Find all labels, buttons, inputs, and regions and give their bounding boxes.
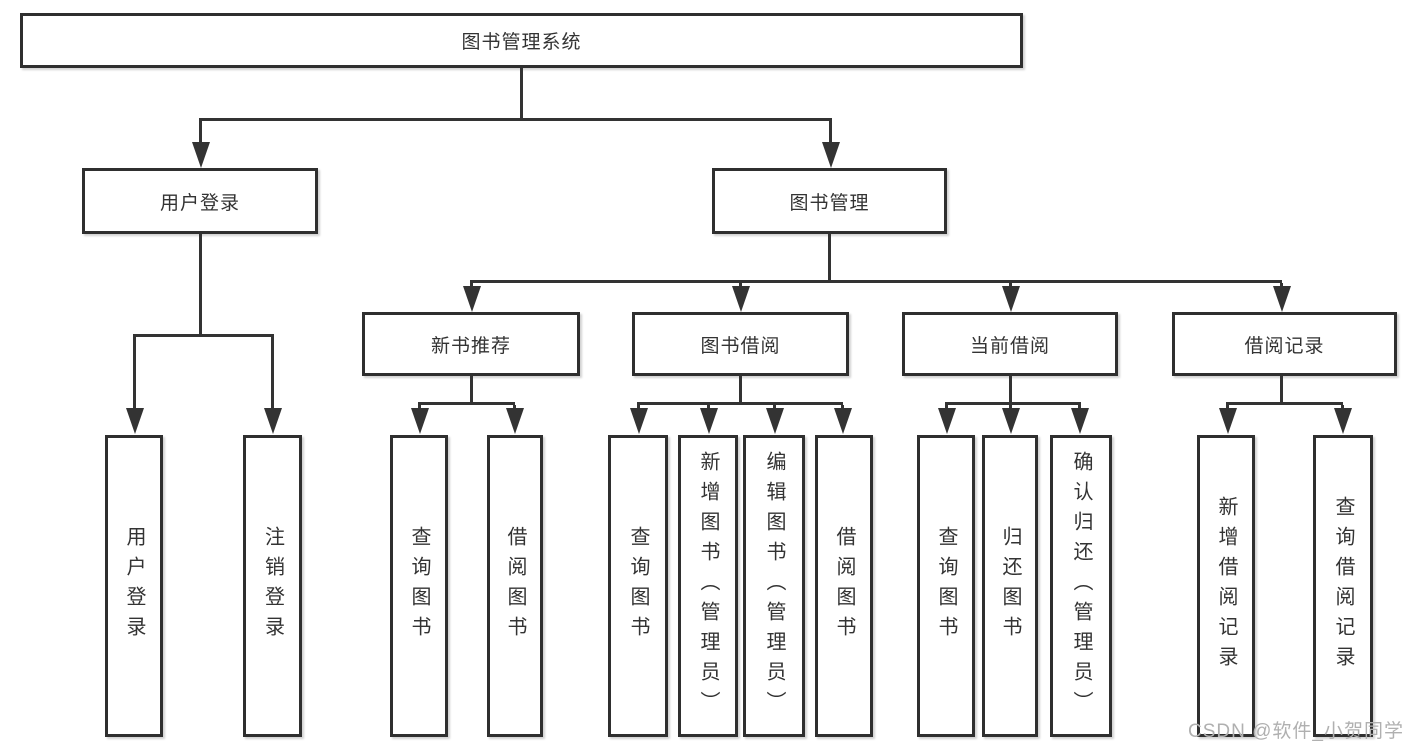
leaf-add-book-admin: 新增图书（管理员） [678, 435, 738, 737]
arrow-down-icon [938, 408, 956, 434]
connector-line [470, 280, 1282, 283]
leaf-add-borrow-record: 新增借阅记录 [1197, 435, 1255, 737]
arrow-down-icon [506, 408, 524, 434]
leaf-confirm-return-admin: 确认归还（管理员） [1050, 435, 1112, 737]
leaf-query-books-borrowing: 查询图书 [608, 435, 668, 737]
connector-line [637, 402, 843, 405]
connector-line [707, 405, 710, 409]
arrow-down-icon [1071, 408, 1089, 434]
node-current-borrowing: 当前借阅 [902, 312, 1118, 376]
watermark: CSDN @软件_小贺同学 [1188, 721, 1404, 742]
connector-line [513, 405, 516, 409]
leaf-query-books-current: 查询图书 [917, 435, 975, 737]
connector-line [841, 405, 844, 409]
connector-line [1009, 376, 1012, 405]
arrow-down-icon [834, 408, 852, 434]
arrow-down-icon [630, 408, 648, 434]
arrow-down-icon [1334, 408, 1352, 434]
connector-line [637, 405, 640, 409]
arrow-down-icon [1002, 286, 1020, 312]
node-label: 借阅图书 [833, 526, 855, 646]
connector-line [1226, 402, 1343, 405]
connector-line [1341, 405, 1344, 409]
leaf-logout: 注销登录 [243, 435, 302, 737]
connector-line [1009, 405, 1012, 409]
connector-line [829, 121, 832, 145]
connector-line [773, 405, 776, 409]
leaf-query-borrow-record: 查询借阅记录 [1313, 435, 1373, 737]
connector-line [418, 405, 421, 409]
connector-line [1226, 405, 1229, 409]
arrow-down-icon [822, 142, 840, 168]
connector-line [520, 68, 523, 121]
connector-line [945, 405, 948, 409]
node-library-system: 图书管理系统 [20, 13, 1023, 68]
node-label: 用户登录 [123, 526, 145, 646]
arrow-down-icon [411, 408, 429, 434]
arrow-down-icon [1273, 286, 1291, 312]
arrow-down-icon [1002, 408, 1020, 434]
connector-line [828, 234, 831, 283]
node-label: 新增借阅记录 [1215, 496, 1237, 676]
arrow-down-icon [126, 408, 144, 434]
connector-line [1078, 405, 1081, 409]
node-label: 借阅图书 [504, 526, 526, 646]
node-label: 新增图书（管理员） [697, 451, 719, 721]
connector-line [133, 337, 136, 409]
arrow-down-icon [700, 408, 718, 434]
arrow-down-icon [192, 142, 210, 168]
node-book-management: 图书管理 [712, 168, 947, 234]
connector-line [1280, 376, 1283, 405]
node-label: 编辑图书（管理员） [763, 451, 785, 721]
node-label: 确认归还（管理员） [1070, 451, 1092, 721]
arrow-down-icon [264, 408, 282, 434]
connector-line [199, 234, 202, 337]
connector-line [199, 121, 202, 145]
leaf-edit-book-admin: 编辑图书（管理员） [743, 435, 805, 737]
node-new-book-recommend: 新书推荐 [362, 312, 580, 376]
leaf-borrow-books-recommend: 借阅图书 [487, 435, 543, 737]
connector-line [945, 402, 1081, 405]
connector-line [739, 376, 742, 405]
leaf-return-books: 归还图书 [982, 435, 1038, 737]
leaf-borrow-books-borrowing: 借阅图书 [815, 435, 873, 737]
node-label: 查询图书 [627, 526, 649, 646]
connector-line [199, 118, 832, 121]
arrow-down-icon [1219, 408, 1237, 434]
arrow-down-icon [463, 286, 481, 312]
node-label: 查询借阅记录 [1332, 496, 1354, 676]
leaf-user-login: 用户登录 [105, 435, 163, 737]
node-label: 查询图书 [408, 526, 430, 646]
node-book-borrowing: 图书借阅 [632, 312, 849, 376]
node-label: 查询图书 [935, 526, 957, 646]
arrow-down-icon [766, 408, 784, 434]
connector-line [133, 334, 274, 337]
node-label: 归还图书 [999, 526, 1021, 646]
connector-line [470, 376, 473, 405]
node-user-login: 用户登录 [82, 168, 318, 234]
node-borrowing-records: 借阅记录 [1172, 312, 1397, 376]
node-label: 注销登录 [261, 526, 284, 646]
connector-line [271, 337, 274, 409]
leaf-query-books-recommend: 查询图书 [390, 435, 448, 737]
arrow-down-icon [732, 286, 750, 312]
connector-line [418, 402, 515, 405]
